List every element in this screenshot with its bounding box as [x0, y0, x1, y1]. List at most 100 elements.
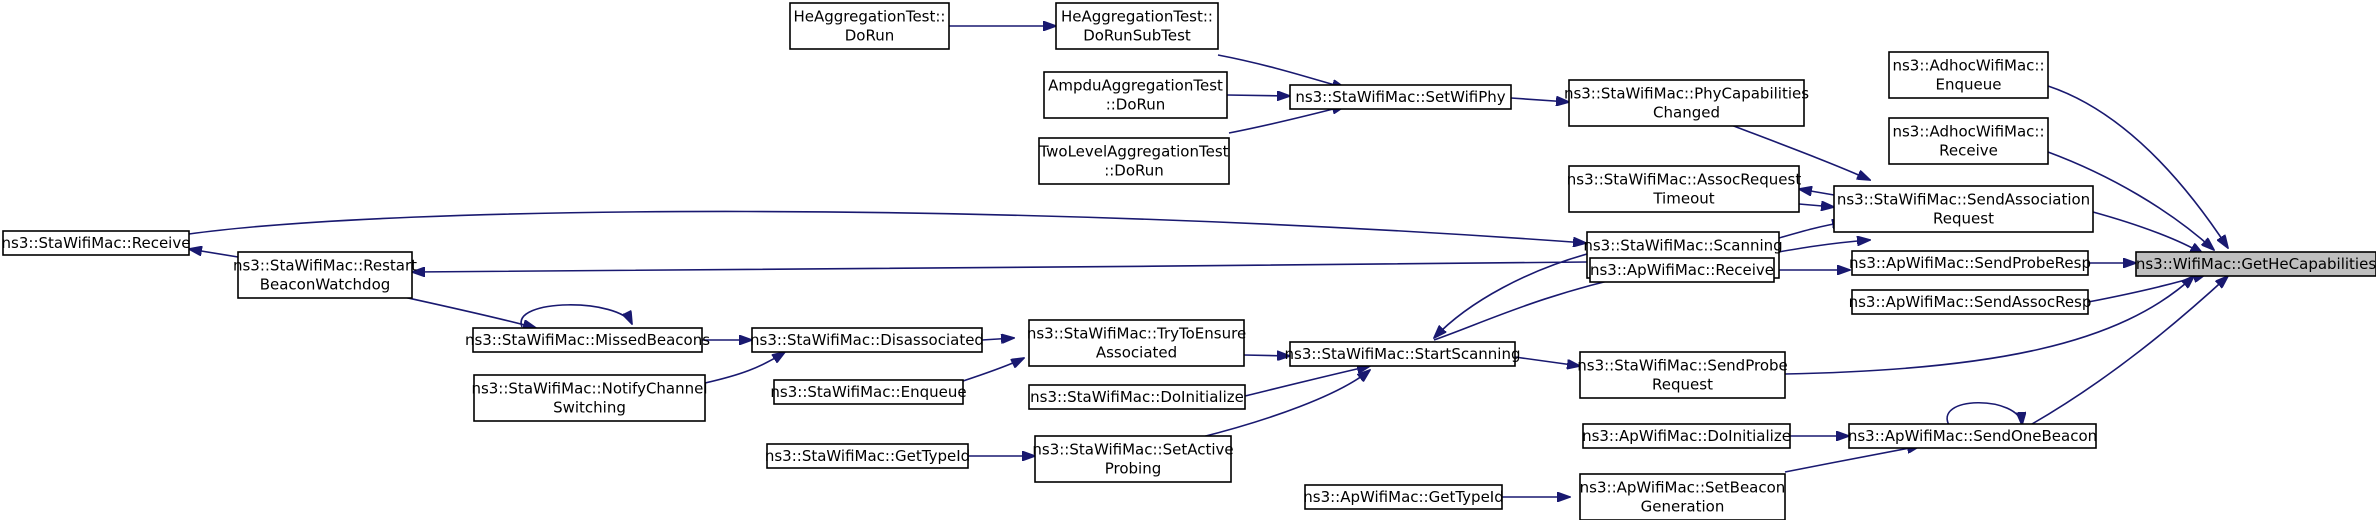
- node-label: ns3::ApWifiMac::Receive: [1590, 261, 1774, 279]
- node-label: Switching: [553, 399, 626, 417]
- edge-missed-beacons-self: [520, 304, 632, 328]
- node-box: [1038, 137, 1230, 185]
- node-label: AmpduAggregationTest: [1048, 77, 1223, 95]
- node-label: ns3::ApWifiMac::SetBeacon: [1580, 479, 1786, 497]
- node-sta-receive[interactable]: ns3::StaWifiMac::Receive: [2, 230, 191, 256]
- node-label: ns3::StaWifiMac::GetTypeId: [765, 447, 970, 465]
- node-box: [1851, 250, 2089, 276]
- node-ap-doinitialize[interactable]: ns3::ApWifiMac::DoInitialize: [1582, 423, 1791, 449]
- node-box: [1028, 384, 1246, 410]
- edge-phy-cap-changed-to-send-assoc-request: [1717, 119, 1870, 180]
- node-label: Generation: [1641, 498, 1725, 516]
- node-label: ns3::ApWifiMac::SendProbeResp: [1849, 254, 2091, 272]
- node-adhoc-receive[interactable]: ns3::AdhocWifiMac::Receive: [1888, 117, 2049, 165]
- edge-adhoc-receive-to-target: [2047, 151, 2214, 250]
- node-box: [2, 230, 190, 256]
- node-label: ns3::StaWifiMac::Receive: [2, 234, 191, 252]
- edge-send-one-beacon-to-target: [2024, 276, 2228, 429]
- node-box: [1034, 435, 1232, 483]
- edge-send-probe-request-to-target: [1784, 276, 2194, 375]
- node-label: ns3::StaWifiMac::StartScanning: [1285, 345, 1521, 363]
- node-label: Enqueue: [1936, 76, 2002, 94]
- node-box: [1043, 71, 1228, 119]
- node-label: ns3::ApWifiMac::SendAssocResp: [1849, 293, 2092, 311]
- node-box: [2135, 251, 2376, 277]
- node-box: [1568, 79, 1805, 127]
- node-label: Changed: [1653, 104, 1720, 122]
- node-box: [1568, 165, 1800, 213]
- node-box: [1833, 185, 2094, 233]
- node-label: ns3::StaWifiMac::SetWifiPhy: [1295, 88, 1505, 106]
- edge-set-beacon-gen-to-send-one-beacon: [1784, 446, 1920, 473]
- node-box: [751, 327, 983, 353]
- node-label: Request: [1933, 210, 1994, 228]
- node-label: Probing: [1105, 460, 1162, 478]
- node-adhoc-enqueue[interactable]: ns3::AdhocWifiMac::Enqueue: [1888, 51, 2049, 99]
- node-label: ns3::ApWifiMac::GetTypeId: [1303, 488, 1504, 506]
- node-box: [1028, 319, 1245, 367]
- node-box: [1289, 341, 1516, 367]
- node-box: [1848, 423, 2097, 449]
- node-sta-enqueue[interactable]: ns3::StaWifiMac::Enqueue: [770, 379, 967, 405]
- edge-twolevel-run-to-set-wifi-phy: [1228, 106, 1345, 134]
- node-label: ::DoRun: [1104, 162, 1164, 180]
- node-label: ns3::StaWifiMac::AssocRequest: [1567, 171, 1802, 189]
- node-send-one-beacon[interactable]: ns3::ApWifiMac::SendOneBeacon: [1848, 423, 2097, 449]
- node-box: [473, 374, 706, 422]
- node-send-assoc-resp[interactable]: ns3::ApWifiMac::SendAssocResp: [1849, 289, 2092, 315]
- node-target[interactable]: ns3::WifiMac::GetHeCapabilities: [2135, 251, 2376, 277]
- node-he-run[interactable]: HeAggregationTest::DoRun: [789, 2, 950, 50]
- edge-send-assoc-request-to-assoc-timeout: [1799, 189, 1835, 195]
- node-box: [766, 443, 969, 469]
- edge-send-assoc-request-to-target: [2092, 211, 2203, 254]
- node-box: [1055, 2, 1219, 50]
- node-box: [1579, 473, 1786, 520]
- node-box: [1579, 351, 1786, 399]
- node-label: Associated: [1096, 344, 1177, 362]
- node-label: ns3::StaWifiMac::NotifyChannel: [471, 380, 707, 398]
- node-label: ns3::ApWifiMac::SendOneBeacon: [1848, 427, 2097, 445]
- node-box: [773, 379, 964, 405]
- edge-restart-watchdog-to-sta-receive: [189, 249, 239, 258]
- node-twolevel-run[interactable]: TwoLevelAggregationTest::DoRun: [1038, 137, 1230, 185]
- node-send-probe-resp[interactable]: ns3::ApWifiMac::SendProbeResp: [1849, 250, 2091, 276]
- node-set-wifi-phy[interactable]: ns3::StaWifiMac::SetWifiPhy: [1289, 84, 1512, 110]
- node-label: ns3::WifiMac::GetHeCapabilities: [2136, 255, 2376, 273]
- node-label: DoRun: [845, 27, 895, 45]
- edge-adhoc-enqueue-to-target: [2047, 85, 2228, 248]
- node-label: ns3::StaWifiMac::PhyCapabilities: [1564, 85, 1809, 103]
- node-box: [237, 251, 413, 299]
- node-he-run-sub[interactable]: HeAggregationTest::DoRunSubTest: [1055, 2, 1219, 50]
- node-label: HeAggregationTest::: [794, 8, 946, 26]
- node-disassociated[interactable]: ns3::StaWifiMac::Disassociated: [750, 327, 984, 353]
- node-ampdu-run[interactable]: AmpduAggregationTest::DoRun: [1043, 71, 1228, 119]
- node-label: BeaconWatchdog: [260, 276, 391, 294]
- node-label: HeAggregationTest::: [1061, 8, 1213, 26]
- edge-assoc-timeout-to-send-assoc-request: [1798, 204, 1834, 207]
- node-sta-doinitialize[interactable]: ns3::StaWifiMac::DoInitialize: [1028, 384, 1246, 410]
- node-box: [1304, 484, 1503, 510]
- node-missed-beacons[interactable]: ns3::StaWifiMac::MissedBeacons: [465, 327, 710, 353]
- node-label: ns3::StaWifiMac::SendAssociation: [1837, 191, 2090, 209]
- edge-disassociated-to-try-ensure: [981, 338, 1014, 340]
- node-start-scanning[interactable]: ns3::StaWifiMac::StartScanning: [1285, 341, 1521, 367]
- node-label: ns3::StaWifiMac::MissedBeacons: [465, 331, 710, 349]
- edge-sta-receive-to-scanning-timeout: [188, 210, 1586, 243]
- node-box: [1888, 117, 2049, 165]
- edge-set-active-probing-to-start-scanning: [1197, 370, 1370, 439]
- node-ap-receive[interactable]: ns3::ApWifiMac::Receive: [1589, 257, 1775, 283]
- node-ap-gettypeid[interactable]: ns3::ApWifiMac::GetTypeId: [1303, 484, 1504, 510]
- node-sta-gettypeid[interactable]: ns3::StaWifiMac::GetTypeId: [765, 443, 970, 469]
- edge-sta-enqueue-to-try-ensure: [962, 358, 1024, 382]
- node-label: ::DoRun: [1106, 96, 1166, 114]
